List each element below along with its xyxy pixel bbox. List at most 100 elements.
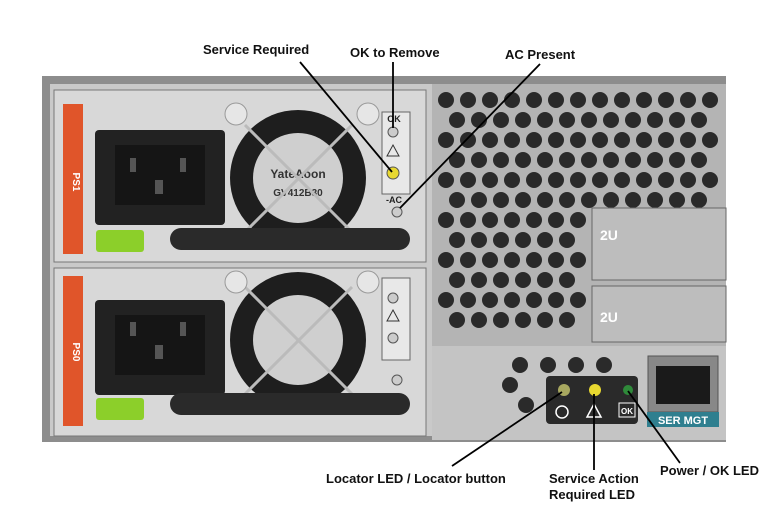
vent-hole (438, 252, 454, 268)
vent-hole (471, 272, 487, 288)
vent-hole (493, 192, 509, 208)
vent-hole (548, 252, 564, 268)
vent-hole (537, 312, 553, 328)
vent-hole (526, 252, 542, 268)
vent-hole (559, 192, 575, 208)
vent-hole (570, 172, 586, 188)
vent-hole (515, 112, 531, 128)
vent-hole (691, 112, 707, 128)
ser-mgt-label: SER MGT (658, 415, 708, 427)
release-latch[interactable] (96, 230, 144, 252)
handle[interactable] (170, 393, 410, 415)
ok-to-remove-led (387, 126, 399, 138)
vent-hole (548, 292, 564, 308)
vent-hole (482, 132, 498, 148)
vent-hole (438, 92, 454, 108)
vent-hole (515, 232, 531, 248)
vent-hole (625, 152, 641, 168)
vent-hole (471, 152, 487, 168)
ps0-tab (63, 276, 83, 426)
vent-hole (537, 112, 553, 128)
vent-hole (592, 92, 608, 108)
fan-brand: YateAoon (270, 167, 325, 181)
vent-hole (592, 172, 608, 188)
vent-hole (504, 252, 520, 268)
vent-grill: 2U 2U (432, 84, 727, 346)
label-locator: Locator LED / Locator button (326, 471, 506, 486)
vent-hole (537, 272, 553, 288)
label-service-action-2: Required LED (549, 487, 635, 502)
vent-hole (460, 132, 476, 148)
vent-hole (502, 377, 518, 393)
vent-hole (449, 272, 465, 288)
vent-hole (471, 312, 487, 328)
vent-hole (504, 92, 520, 108)
slot-label: 2U (600, 227, 618, 243)
vent-hole (460, 252, 476, 268)
label-ok-to-remove: OK to Remove (350, 45, 440, 60)
vent-hole (482, 172, 498, 188)
vent-hole (537, 152, 553, 168)
vent-hole (592, 132, 608, 148)
vent-hole (504, 212, 520, 228)
vent-hole (680, 172, 696, 188)
ok-icon-label: OK (621, 407, 633, 416)
vent-hole (669, 112, 685, 128)
vent-hole (526, 172, 542, 188)
vent-hole (614, 132, 630, 148)
vent-hole (504, 292, 520, 308)
vent-hole (482, 252, 498, 268)
vent-hole (504, 132, 520, 148)
vent-hole (647, 192, 663, 208)
vent-hole (625, 112, 641, 128)
vent-hole (603, 152, 619, 168)
vent-hole (471, 192, 487, 208)
vent-hole (471, 232, 487, 248)
vent-hole (548, 92, 564, 108)
label-service-action-1: Service Action (549, 471, 639, 486)
vent-hole (570, 292, 586, 308)
vent-hole (658, 132, 674, 148)
service-action-led (589, 384, 601, 396)
vent-hole (570, 212, 586, 228)
power-supply-ps1: PS1 YateAoon GV412B30 OK -AC (53, 89, 427, 263)
vent-hole (568, 357, 584, 373)
ps1-tab (63, 104, 83, 254)
vent-hole (449, 112, 465, 128)
power-supply-ps0: PS0 (53, 267, 427, 437)
vent-hole (526, 132, 542, 148)
vent-hole (460, 292, 476, 308)
vent-hole (548, 172, 564, 188)
vent-hole (449, 232, 465, 248)
vent-hole (614, 172, 630, 188)
vent-hole (493, 232, 509, 248)
vent-hole (460, 212, 476, 228)
vent-hole (493, 272, 509, 288)
vent-hole (493, 112, 509, 128)
vent-hole (471, 112, 487, 128)
release-latch[interactable] (96, 398, 144, 420)
vent-hole (438, 172, 454, 188)
label-ac-present: AC Present (505, 47, 576, 62)
vent-hole (658, 92, 674, 108)
vent-hole (526, 292, 542, 308)
vent-hole (537, 232, 553, 248)
vent-hole (515, 152, 531, 168)
vent-hole (570, 92, 586, 108)
vent-hole (515, 192, 531, 208)
vent-hole (537, 192, 553, 208)
ps0-label: PS0 (70, 343, 81, 362)
vent-hole (460, 92, 476, 108)
handle[interactable] (170, 228, 410, 250)
locator-button[interactable] (555, 405, 569, 419)
pcie-slot (591, 207, 727, 281)
vent-hole (518, 397, 534, 413)
vent-hole (526, 92, 542, 108)
vent-hole (680, 92, 696, 108)
ok-label: OK (387, 114, 401, 124)
vent-hole (512, 357, 528, 373)
vent-hole (449, 192, 465, 208)
vent-hole (625, 192, 641, 208)
vent-hole (669, 192, 685, 208)
vent-hole (570, 252, 586, 268)
